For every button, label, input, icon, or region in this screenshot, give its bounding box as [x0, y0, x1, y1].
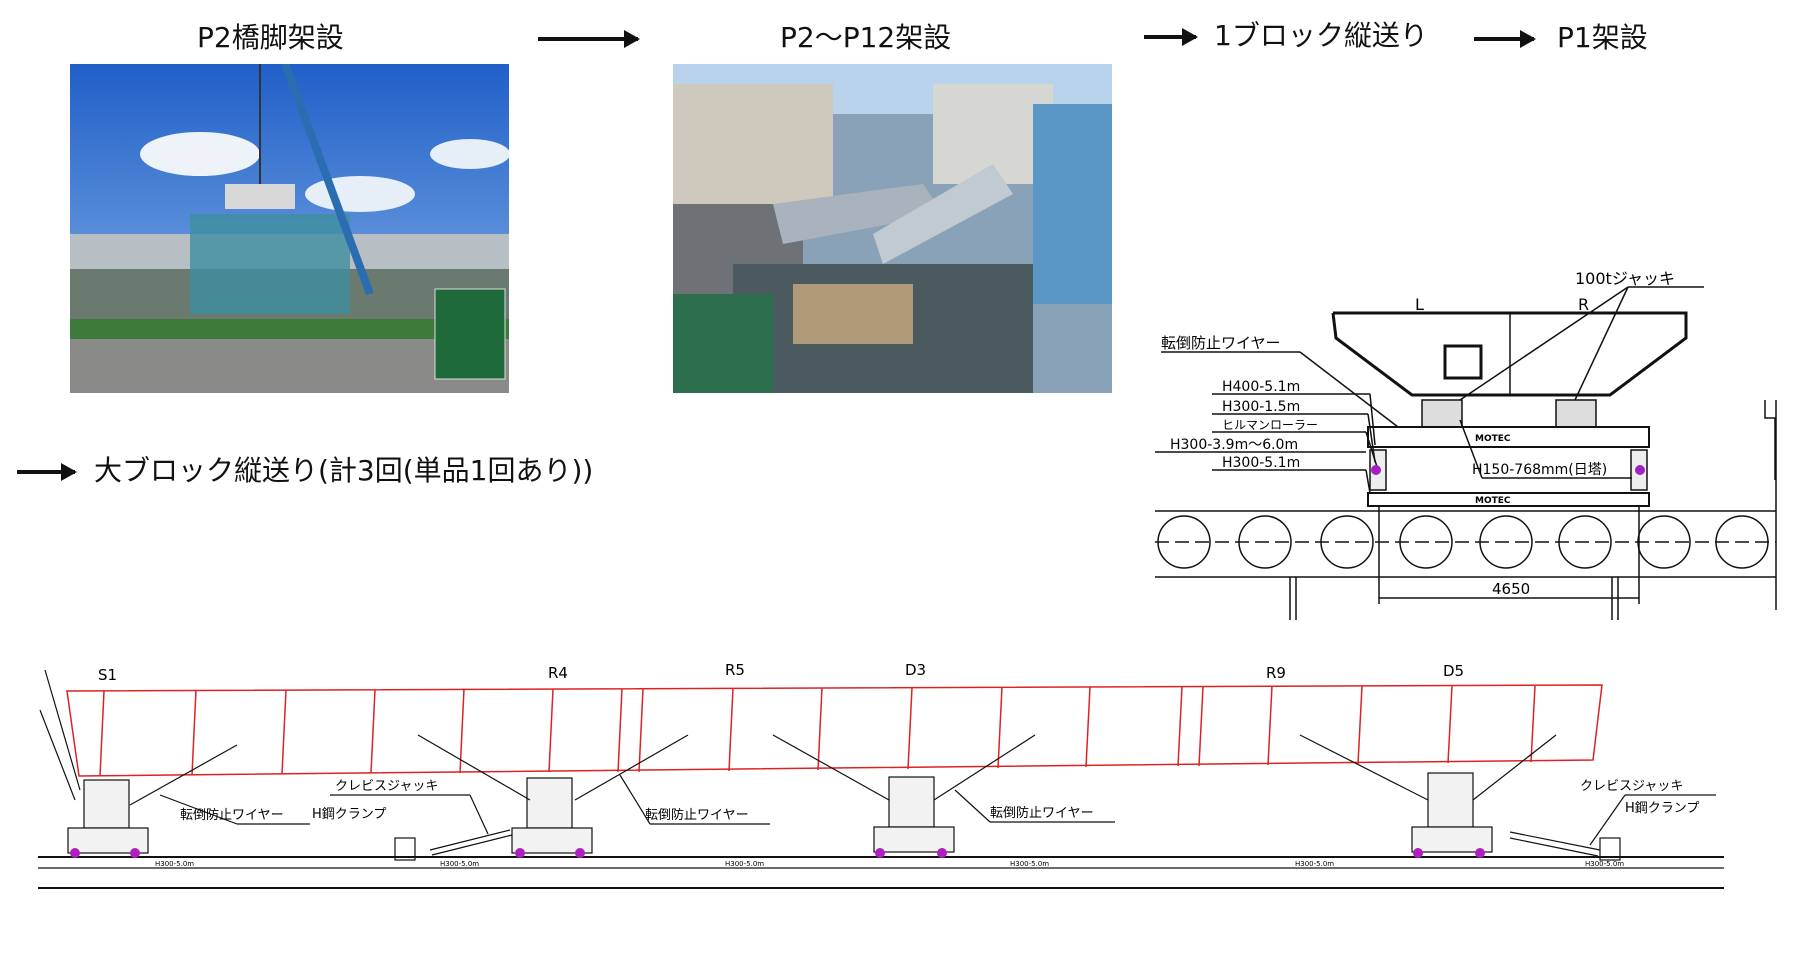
- photo-p2-pier-crane: [70, 64, 509, 393]
- h300-short-label: H300-1.5m: [1222, 399, 1300, 415]
- h300-long-label: H300-5.1m: [1222, 455, 1300, 471]
- step-one-block-launch: 1ブロック縦送り: [1214, 19, 1428, 52]
- arrow-right-icon: [538, 30, 640, 48]
- photo-girder-scene: [673, 64, 1112, 393]
- jack-label: 100tジャッキ: [1575, 269, 1675, 288]
- upper-beam-brand: MOTEC: [1475, 434, 1511, 444]
- arrow-right-icon: [1144, 28, 1198, 46]
- left-mark: L: [1415, 295, 1424, 314]
- support-label-r5: R5: [725, 661, 745, 679]
- rail-label-1: H300-5.0m: [155, 860, 194, 868]
- rail-label-4: H300-5.0m: [1010, 860, 1049, 868]
- right-mark: R: [1578, 295, 1589, 314]
- h400-label: H400-5.1m: [1222, 379, 1300, 395]
- girder-outline: [66, 684, 1603, 777]
- box-girder-inner-square: [1443, 344, 1483, 380]
- dimension-4650: 4650: [1492, 580, 1530, 598]
- arrow-right-icon: [17, 463, 77, 481]
- photo-crane-scene: [70, 64, 509, 393]
- h150-label: H150-768mm(日塔): [1472, 462, 1607, 478]
- photo-p2-p12-girders: [673, 64, 1112, 393]
- step-p2-p12-erection: P2～P12架設: [780, 21, 952, 54]
- rail-label-6: H300-5.0m: [1585, 860, 1624, 868]
- wire-label-2: 転倒防止ワイヤー: [645, 807, 749, 823]
- roller-circles: [1157, 515, 1769, 569]
- arrow-right-icon: [1474, 30, 1536, 48]
- support-label-d3: D3: [905, 661, 926, 679]
- lower-beam-brand: MOTEC: [1475, 496, 1511, 506]
- step-large-block-launch: 大ブロック縦送り(計3回(単品1回あり)): [94, 454, 594, 487]
- roller-label: ヒルマンローラー: [1222, 418, 1318, 432]
- h-clamp-label-2: H鋼クランプ: [1625, 801, 1699, 816]
- wire-label-1: 転倒防止ワイヤー: [180, 807, 284, 823]
- support-label-d5: D5: [1443, 662, 1464, 680]
- wire-label: 転倒防止ワイヤー: [1161, 334, 1281, 352]
- h-clamp-label-1: H鋼クランプ: [312, 807, 386, 822]
- h300-var-label: H300-3.9m～6.0m: [1170, 437, 1298, 453]
- support-label-s1: S1: [98, 666, 117, 684]
- support-label-r9: R9: [1266, 664, 1286, 682]
- clevis-jack-label-1: クレビスジャッキ: [335, 779, 438, 794]
- clevis-jack-label-2: クレビスジャッキ: [1580, 779, 1683, 794]
- lower-beam: [1367, 492, 1650, 507]
- box-girder-outline: [1331, 311, 1688, 397]
- support-label-r4: R4: [548, 664, 568, 682]
- step-p1-erection: P1架設: [1557, 21, 1648, 54]
- wire-label-3: 転倒防止ワイヤー: [990, 805, 1094, 821]
- rail-label-2: H300-5.0m: [440, 860, 479, 868]
- rail-label-5: H300-5.0m: [1295, 860, 1334, 868]
- rail-label-3: H300-5.0m: [725, 860, 764, 868]
- step-p2-pier-erection: P2橋脚架設: [197, 21, 344, 54]
